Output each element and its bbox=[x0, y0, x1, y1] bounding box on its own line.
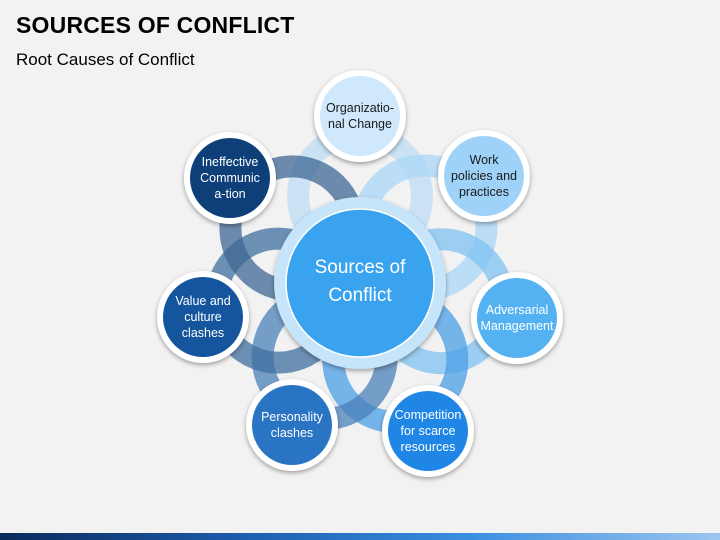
node-circle bbox=[477, 278, 557, 358]
node-label: Value and culture clashes bbox=[175, 294, 230, 340]
node-label-line: for scarce bbox=[401, 424, 456, 438]
center-label: Sources of Conflict bbox=[315, 257, 407, 306]
node-label: Organizatio-nal Change bbox=[326, 101, 394, 131]
node-label-line: Work bbox=[470, 153, 500, 167]
node-circle bbox=[163, 277, 243, 357]
node-label-line: Adversarial bbox=[486, 303, 549, 317]
node-label-line: Value and bbox=[175, 294, 230, 308]
center-circle bbox=[285, 208, 435, 358]
node-circle bbox=[320, 76, 400, 156]
node-label: Competition for scarce resources bbox=[395, 408, 462, 454]
node-label-line: Management bbox=[481, 319, 554, 333]
node-competition: Competition for scarce resources bbox=[382, 385, 474, 477]
node-label-line: Personality bbox=[261, 410, 324, 424]
node-label: Work policies and practices bbox=[451, 153, 517, 199]
node-label-line: Communic bbox=[200, 171, 260, 185]
node-label-line: culture bbox=[184, 310, 222, 324]
slide-title: SOURCES OF CONFLICT bbox=[16, 12, 295, 38]
node-label-line: resources bbox=[401, 440, 456, 454]
node-label: Personality clashes bbox=[261, 410, 324, 440]
node-circle bbox=[444, 136, 524, 216]
node-circle bbox=[190, 138, 270, 218]
node-organizational-change: Organizatio-nal Change bbox=[314, 70, 406, 162]
node-label-line: Competition bbox=[395, 408, 462, 422]
slide-subtitle: Root Causes of Conflict bbox=[16, 50, 195, 69]
center-label-line: Conflict bbox=[328, 285, 392, 306]
node-label-line: nal Change bbox=[328, 117, 392, 131]
node-personality: Personality clashes bbox=[246, 379, 338, 471]
node-circle bbox=[252, 385, 332, 465]
node-label-line: practices bbox=[459, 185, 509, 199]
node-label-line: clashes bbox=[271, 426, 313, 440]
center-label-line: Sources of bbox=[315, 257, 407, 278]
node-circle bbox=[388, 391, 468, 471]
node-label-line: a-tion bbox=[214, 187, 245, 201]
node-work-policies: Work policies and practices bbox=[438, 130, 530, 222]
node-label-line: policies and bbox=[451, 169, 517, 183]
bottom-accent-bar bbox=[0, 533, 720, 540]
node-label-line: Ineffective bbox=[202, 155, 259, 169]
node-label-line: clashes bbox=[182, 326, 224, 340]
node-label-line: Organizatio- bbox=[326, 101, 394, 115]
node-value-culture: Value and culture clashes bbox=[157, 271, 249, 363]
